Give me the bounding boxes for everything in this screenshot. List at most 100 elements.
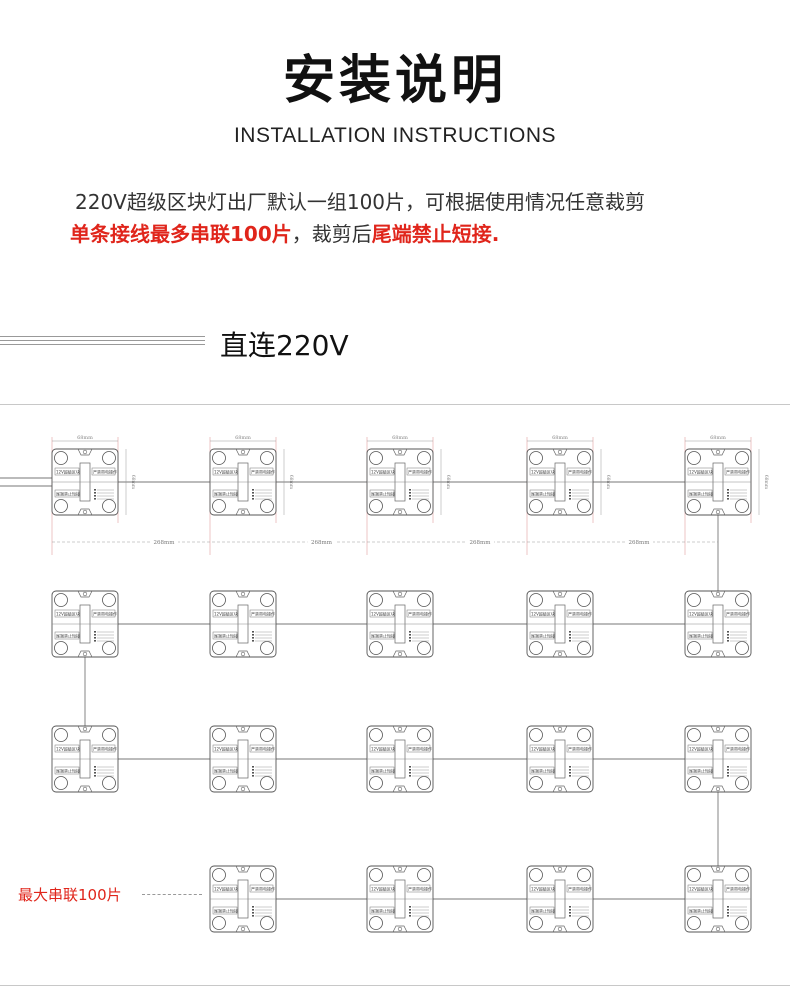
label-box xyxy=(566,744,591,753)
spec-mark xyxy=(569,492,571,494)
spec-mark xyxy=(569,769,571,771)
spec-mark xyxy=(252,906,254,908)
notch xyxy=(77,650,93,658)
label-box xyxy=(91,744,116,753)
module-5: 12V超级区块严禁带电操作尾端禁止短接 xyxy=(51,590,119,658)
module-label-bottom-left: 尾端禁止短接 xyxy=(56,491,80,497)
notch xyxy=(235,925,251,933)
spec-mark xyxy=(727,766,729,768)
module-label-top-left: 12V超级区块 xyxy=(531,611,555,617)
spec-mark xyxy=(409,915,411,917)
spec-mark xyxy=(409,640,411,642)
led-icon xyxy=(240,926,246,932)
module-label-top-left: 12V超级区块 xyxy=(689,611,713,617)
spacing-label: 268mm xyxy=(154,540,176,546)
label-box xyxy=(369,884,395,893)
mount-hole-icon xyxy=(735,499,749,513)
label-box xyxy=(687,884,713,893)
dim-width-label: 68mm xyxy=(77,435,93,441)
mount-hole-icon xyxy=(212,593,226,607)
module-label-top-right: 严禁带电操作 xyxy=(93,611,117,617)
spec-mark xyxy=(409,909,411,911)
mount-hole-icon xyxy=(54,451,68,465)
label-box xyxy=(724,609,749,618)
label-box xyxy=(212,467,238,476)
label-box xyxy=(687,906,713,915)
label-box xyxy=(687,631,713,640)
label-box xyxy=(529,766,555,775)
notch xyxy=(392,725,408,733)
led-icon xyxy=(557,449,563,455)
module-label-top-left: 12V超级区块 xyxy=(56,469,80,475)
mount-hole-icon xyxy=(369,641,383,655)
label-box xyxy=(212,766,238,775)
module-label-bottom-left: 尾端禁止短接 xyxy=(689,633,713,639)
module-label-top-left: 12V超级区块 xyxy=(371,886,395,892)
led-icon xyxy=(82,591,88,597)
spec-mark xyxy=(569,775,571,777)
description-line-2: 单条接线最多串联100片，裁剪后尾端禁止短接. xyxy=(70,218,499,247)
mount-hole-icon xyxy=(417,593,431,607)
led-icon xyxy=(82,726,88,732)
spec-mark xyxy=(727,489,729,491)
label-box xyxy=(529,489,555,498)
module-label-top-left: 12V超级区块 xyxy=(531,886,555,892)
mount-hole-icon xyxy=(102,499,116,513)
mount-hole-icon xyxy=(212,451,226,465)
module-label-top-right: 严禁带电操作 xyxy=(251,746,275,752)
spec-mark xyxy=(569,489,571,491)
mount-hole-icon xyxy=(102,641,116,655)
module-7: 12V超级区块严禁带电操作尾端禁止短接 xyxy=(366,590,434,658)
spec-mark xyxy=(409,772,411,774)
led-icon xyxy=(82,786,88,792)
wiring-diagram: 68mm68mm68mm68mm68mm68mm68mm68mm68mm68mm… xyxy=(0,435,769,933)
spec-mark xyxy=(569,906,571,908)
spec-mark xyxy=(727,634,729,636)
module-label-top-right: 严禁带电操作 xyxy=(568,611,592,617)
mount-hole-icon xyxy=(687,451,701,465)
mount-hole-icon xyxy=(369,728,383,742)
spec-mark xyxy=(94,498,96,500)
notch xyxy=(552,725,568,733)
notch xyxy=(552,865,568,873)
mount-hole-icon xyxy=(529,868,543,882)
spec-mark xyxy=(727,495,729,497)
label-box xyxy=(406,609,431,618)
notch xyxy=(552,925,568,933)
notch xyxy=(710,785,726,793)
dim-height-label: 68mm xyxy=(763,475,769,490)
mount-hole-icon xyxy=(687,868,701,882)
mount-hole-icon xyxy=(102,451,116,465)
led-icon xyxy=(715,866,721,872)
spec-mark xyxy=(252,631,254,633)
mount-hole-icon xyxy=(369,451,383,465)
spec-mark xyxy=(252,640,254,642)
label-box xyxy=(687,744,713,753)
page-title: 安装说明 xyxy=(282,51,507,111)
label-box xyxy=(369,489,395,498)
mount-hole-icon xyxy=(577,451,591,465)
spec-mark xyxy=(94,489,96,491)
spec-mark xyxy=(252,772,254,774)
spec-mark xyxy=(569,498,571,500)
notch xyxy=(710,508,726,516)
module-label-bottom-left: 尾端禁止短接 xyxy=(689,908,713,914)
module-label-bottom-left: 尾端禁止短接 xyxy=(371,908,395,914)
label-box xyxy=(369,467,395,476)
spec-mark xyxy=(727,912,729,914)
label-box xyxy=(54,631,80,640)
module-label-top-right: 严禁带电操作 xyxy=(726,886,750,892)
spec-mark xyxy=(252,909,254,911)
mount-hole-icon xyxy=(687,776,701,790)
mount-hole-icon xyxy=(102,728,116,742)
mount-hole-icon xyxy=(369,776,383,790)
module-15: 12V超级区块严禁带电操作尾端禁止短接 xyxy=(209,865,277,933)
mount-hole-icon xyxy=(260,593,274,607)
panel-bottom-border xyxy=(0,985,790,986)
spec-mark xyxy=(727,640,729,642)
label-box xyxy=(566,467,591,476)
spec-mark xyxy=(569,772,571,774)
label-box xyxy=(212,489,238,498)
modules: 12V超级区块严禁带电操作尾端禁止短接12V超级区块严禁带电操作尾端禁止短接12… xyxy=(51,448,752,933)
spec-mark xyxy=(94,637,96,639)
